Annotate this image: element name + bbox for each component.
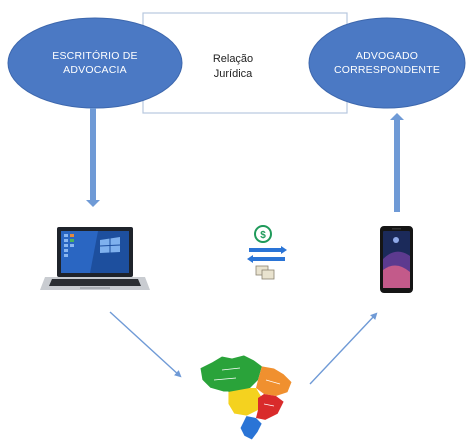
map-to-phone-arrow xyxy=(309,312,378,385)
lawyer-label: ADVOGADO CORRESPONDENTE xyxy=(332,49,442,77)
lawyer-up-arrow xyxy=(390,113,404,212)
svg-text:$: $ xyxy=(260,230,266,241)
brazil-map-icon xyxy=(199,354,293,441)
money-transfer-icon: $ xyxy=(247,225,287,280)
relation-label: Relação Jurídica xyxy=(193,52,273,82)
lawyer-ellipse xyxy=(308,17,466,109)
office-label-line2: ADVOCACIA xyxy=(63,64,127,76)
lawyer-label-line2: CORRESPONDENTE xyxy=(333,64,441,76)
office-label-line1: ESCRITÓRIO DE xyxy=(52,50,138,62)
smartphone-icon xyxy=(380,226,413,293)
laptop-to-map-arrow xyxy=(109,311,182,378)
office-label: ESCRITÓRIO DE ADVOCACIA xyxy=(40,49,150,77)
laptop-icon xyxy=(40,227,150,290)
lawyer-label-line1: ADVOGADO xyxy=(355,50,419,62)
relation-label-line1: Relação xyxy=(212,53,254,65)
office-down-arrow xyxy=(86,108,100,207)
relation-label-line2: Jurídica xyxy=(213,68,253,80)
